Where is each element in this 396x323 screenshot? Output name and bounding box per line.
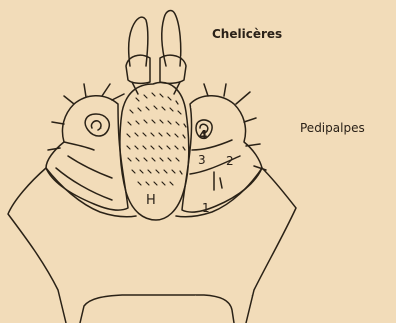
pedipalp-left-outline xyxy=(46,96,128,210)
basis-shoulder-right xyxy=(176,168,262,217)
label-article-1: 1 xyxy=(202,201,210,215)
pedipalp-left-setae xyxy=(48,84,124,150)
pedipalp-right-outline xyxy=(182,96,262,212)
label-article-3: 3 xyxy=(198,153,206,167)
chelicera-left-digit xyxy=(129,17,148,66)
label-article-2: 2 xyxy=(226,154,234,168)
basis-capituli-right-outline xyxy=(246,168,296,323)
basis-posterior-rim xyxy=(80,295,234,323)
pedipalp-left xyxy=(46,84,128,210)
label-pedipalps: Pedipalpes xyxy=(300,121,365,135)
hypostome-denticles xyxy=(127,93,186,185)
label-hypostome: H xyxy=(146,193,156,208)
pedipalp-right xyxy=(182,84,266,212)
chelicera-right-digit xyxy=(162,11,181,66)
label-article-4: 4 xyxy=(199,128,207,142)
pedipalp-left-article-4 xyxy=(85,114,109,136)
label-chelicerae: Chelicères xyxy=(212,27,282,41)
chelicerae xyxy=(126,11,186,94)
basis-capituli-outline xyxy=(8,168,66,323)
